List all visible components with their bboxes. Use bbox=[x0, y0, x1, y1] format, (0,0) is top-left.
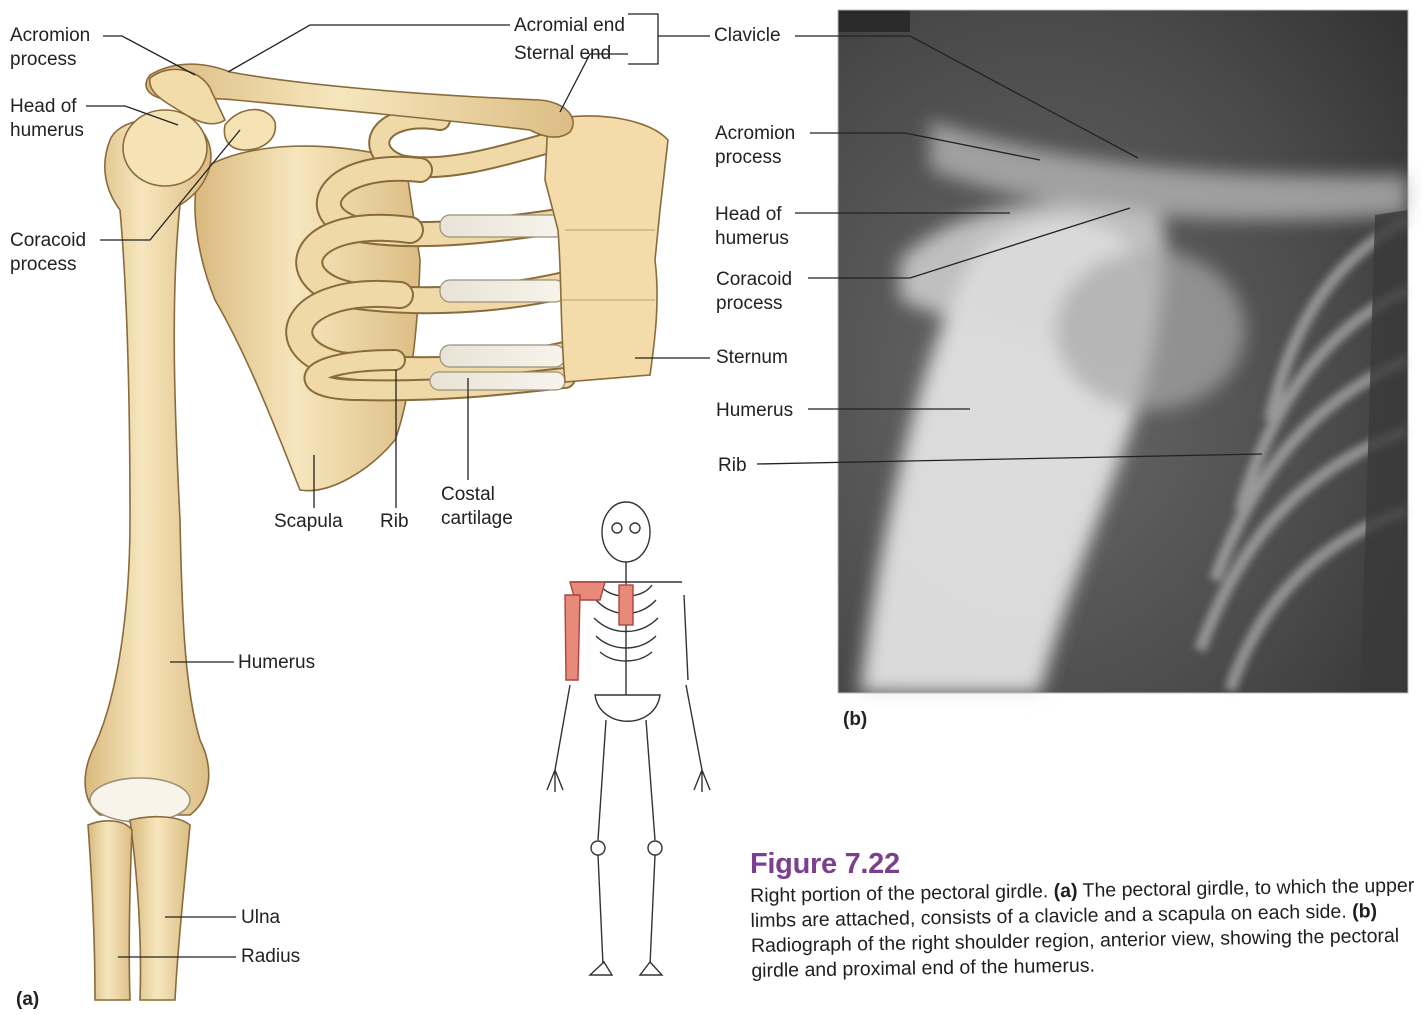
coracoid-shape bbox=[224, 110, 275, 150]
label-rib-b: Rib bbox=[718, 454, 747, 478]
label-costal-cartilage: Costal cartilage bbox=[441, 483, 513, 531]
radiograph bbox=[838, 10, 1408, 693]
label-clavicle: Clavicle bbox=[714, 24, 781, 48]
caption-intro: Right portion of the pectoral girdle. bbox=[750, 880, 1048, 907]
figure-title: Figure 7.22 bbox=[750, 848, 900, 881]
highlighted-humerus bbox=[565, 595, 580, 680]
figure-caption: Right portion of the pectoral girdle. (a… bbox=[750, 874, 1419, 984]
caption-text-b: Radiograph of the right shoulder region,… bbox=[751, 925, 1399, 982]
bone-illustration bbox=[85, 64, 668, 1000]
humerus-shape bbox=[85, 119, 211, 815]
label-sternal-end: Sternal end bbox=[514, 42, 611, 66]
ulna-shape bbox=[130, 817, 190, 1000]
label-acromion-process-b: Acromion process bbox=[715, 122, 795, 170]
label-acromial-end: Acromial end bbox=[514, 14, 625, 38]
sternum-shape bbox=[545, 116, 668, 382]
label-humerus-b: Humerus bbox=[716, 399, 793, 423]
caption-tag-a: (a) bbox=[1053, 880, 1077, 902]
label-radius: Radius bbox=[241, 945, 300, 969]
caption-tag-b: (b) bbox=[1352, 900, 1377, 922]
label-rib-a: Rib bbox=[380, 510, 409, 534]
radius-shape bbox=[88, 821, 132, 1000]
label-humerus-a: Humerus bbox=[238, 651, 315, 675]
label-sternum: Sternum bbox=[716, 346, 788, 370]
label-scapula: Scapula bbox=[274, 510, 343, 534]
label-coracoid-process-a: Coracoid process bbox=[10, 229, 86, 277]
label-head-of-humerus-a: Head of humerus bbox=[10, 95, 84, 143]
skeleton-figure bbox=[547, 502, 710, 975]
label-head-of-humerus-b: Head of humerus bbox=[715, 203, 789, 251]
panel-tag-a: (a) bbox=[16, 989, 39, 1011]
label-coracoid-process-b: Coracoid process bbox=[716, 268, 792, 316]
label-acromion-process-a: Acromion process bbox=[10, 24, 90, 72]
panel-tag-b: (b) bbox=[843, 709, 867, 731]
label-ulna: Ulna bbox=[241, 906, 280, 930]
